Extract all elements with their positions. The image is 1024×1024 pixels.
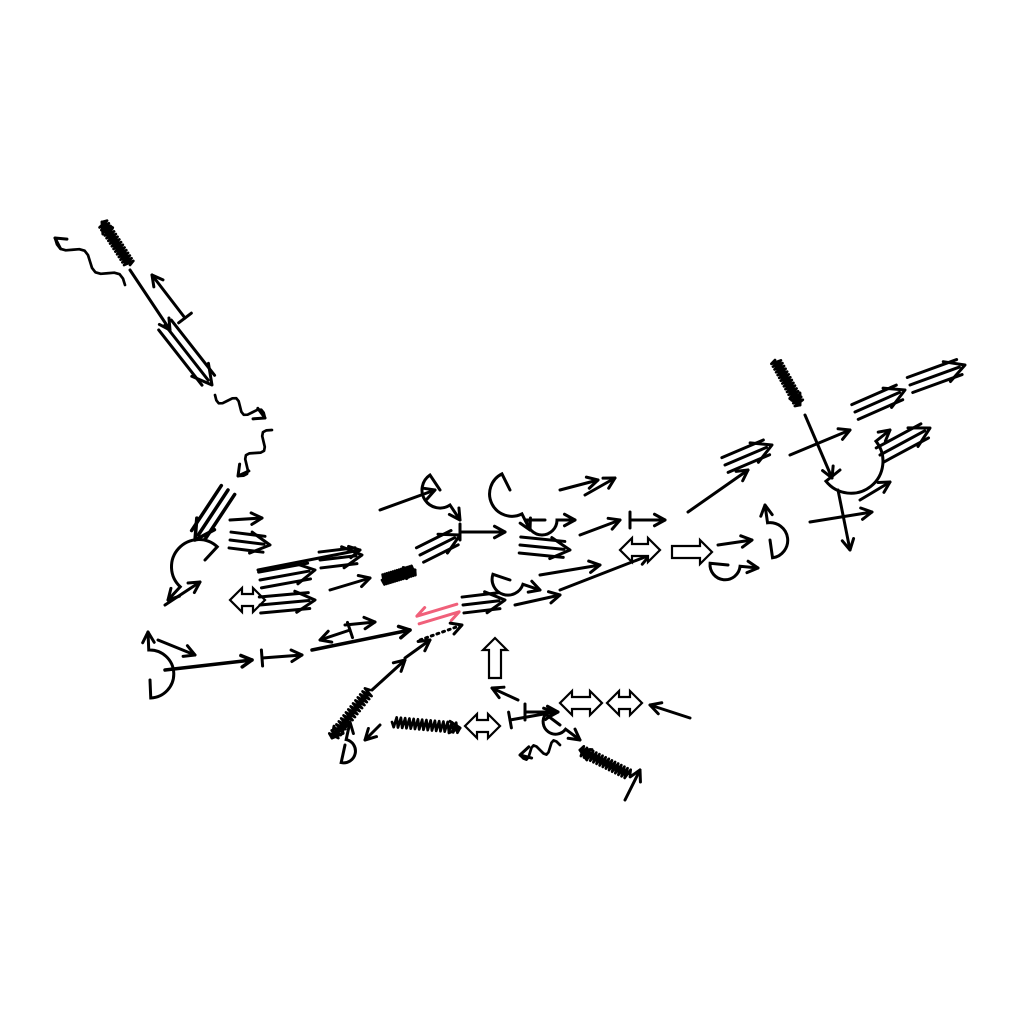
zig-glyph — [327, 687, 373, 740]
arrow-glyph — [808, 506, 874, 524]
wave-glyph — [236, 428, 274, 478]
uturn-glyph — [525, 512, 577, 537]
wave-glyph — [518, 739, 562, 761]
hollow-glyph — [480, 636, 510, 680]
arrow-glyph — [328, 574, 372, 592]
arrow-glyph — [788, 427, 852, 457]
arrow-glyph — [378, 486, 437, 512]
arrow-glyph — [538, 559, 602, 577]
uturn-glyph — [488, 471, 532, 532]
uturn-glyph — [420, 472, 462, 522]
triple-glyph — [227, 530, 272, 555]
triple-glyph — [157, 318, 217, 387]
triple-glyph — [874, 422, 932, 464]
triple-glyph — [414, 529, 462, 564]
uturn-glyph — [490, 572, 542, 597]
triple-glyph — [189, 483, 237, 542]
dhollow-glyph — [558, 688, 604, 718]
uturn-glyph — [759, 503, 790, 560]
triple-glyph — [460, 590, 507, 615]
dotted-glyph — [418, 621, 464, 642]
arrow-glyph — [578, 516, 622, 537]
triple-glyph — [905, 358, 967, 395]
wave-glyph — [53, 236, 127, 287]
arrow-glyph — [623, 768, 642, 802]
triple-glyph — [257, 561, 317, 590]
arrow-glyph — [403, 638, 432, 660]
arrow-glyph — [716, 534, 754, 549]
arrow-glyph — [648, 701, 692, 720]
triple-glyph — [317, 545, 364, 570]
arrow-glyph — [558, 551, 652, 592]
uturn-glyph — [339, 720, 357, 765]
arrow-glyph — [583, 476, 617, 497]
triple-glyph — [720, 438, 774, 474]
zig-glyph — [390, 716, 462, 735]
harpoon-glyph — [415, 602, 461, 626]
zig-glyph — [98, 219, 135, 267]
dhollow-glyph — [228, 585, 267, 615]
zig-glyph — [578, 744, 633, 780]
uturn-glyph — [166, 538, 220, 602]
bar-glyph — [458, 522, 507, 542]
triple-glyph — [517, 535, 572, 561]
arrow-glyph — [363, 723, 382, 742]
arrow-glyph — [513, 590, 562, 607]
bar-glyph — [628, 510, 667, 530]
zig-glyph — [380, 564, 417, 586]
uturn-glyph — [708, 559, 760, 582]
bar-glyph — [523, 702, 560, 722]
arrow-glyph — [163, 580, 202, 607]
uturn-glyph — [541, 712, 582, 742]
arrow-glyph — [490, 685, 520, 702]
arrow-glyph — [310, 624, 412, 652]
arrow-glyph — [343, 615, 377, 631]
uturn-glyph — [141, 630, 176, 700]
hollow-glyph — [670, 537, 714, 567]
arrow-glyph — [558, 475, 600, 492]
arrow-glyph — [228, 511, 264, 526]
arrow-glyph — [163, 653, 254, 672]
dhollow-glyph — [605, 688, 644, 718]
zig-glyph — [770, 358, 805, 408]
arrow-glyph — [858, 480, 892, 502]
arrow-glyph — [836, 488, 856, 552]
dhollow-glyph — [463, 711, 502, 741]
triple-glyph — [850, 383, 907, 421]
dhollow-glyph — [618, 535, 662, 565]
wave-glyph — [213, 393, 267, 421]
triple-glyph — [257, 589, 317, 615]
uturn-glyph — [823, 428, 892, 495]
arrow-glyph — [156, 638, 197, 658]
arrow-glyph — [686, 468, 750, 514]
arrow-glyph — [370, 658, 407, 692]
bar-glyph — [150, 273, 193, 325]
bar-glyph — [259, 648, 304, 668]
